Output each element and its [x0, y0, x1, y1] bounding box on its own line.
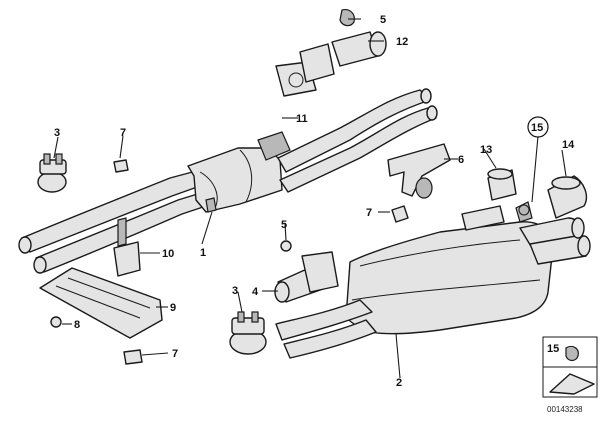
flange-gasket	[275, 9, 387, 97]
tailpipe-trim-small	[487, 168, 517, 201]
callout-8: 8	[74, 319, 80, 331]
clamp-lower	[229, 311, 267, 355]
callout-labels: 1 2 3 3 4 5 5 6 7 7 7 8 9 10 11 12 13 14…	[54, 14, 575, 389]
callout-4: 4	[252, 286, 259, 298]
callout-5-top: 5	[380, 14, 386, 26]
callout-9: 9	[170, 302, 176, 314]
rear-silencer	[275, 205, 591, 359]
tailpipe-trim-large	[547, 175, 588, 219]
heat-shield	[39, 267, 163, 339]
connector-pipe	[274, 251, 339, 303]
callout-7-bottom: 7	[172, 348, 178, 360]
catalog-number: 00143238	[547, 405, 583, 414]
callout-11: 11	[296, 113, 308, 125]
front-pipe-assembly	[18, 88, 438, 274]
leader-lines	[53, 18, 567, 379]
callout-6: 6	[458, 154, 464, 166]
legend-wedge-icon	[549, 373, 595, 395]
callout-12: 12	[396, 36, 408, 48]
callout-7-mid: 7	[366, 207, 372, 219]
callout-14: 14	[562, 139, 575, 151]
callout-15: 15	[531, 122, 543, 134]
callout-3-right: 3	[232, 285, 238, 297]
legend-box: 15	[542, 336, 598, 398]
legend-number: 15	[547, 343, 559, 355]
clip-part	[515, 201, 533, 223]
callout-3-left: 3	[54, 127, 60, 139]
callout-10: 10	[162, 248, 174, 260]
callout-13: 13	[480, 144, 492, 156]
clamp-left	[37, 153, 67, 193]
hanger-bracket	[387, 143, 451, 199]
rubber-mount	[113, 217, 141, 277]
small-fasteners	[50, 159, 409, 365]
callout-2: 2	[396, 377, 402, 389]
legend-clip-icon	[565, 345, 579, 362]
callout-1: 1	[200, 247, 206, 259]
callout-7-top: 7	[120, 127, 126, 139]
callout-15-circle	[527, 116, 549, 138]
callout-5-mid: 5	[281, 219, 287, 231]
